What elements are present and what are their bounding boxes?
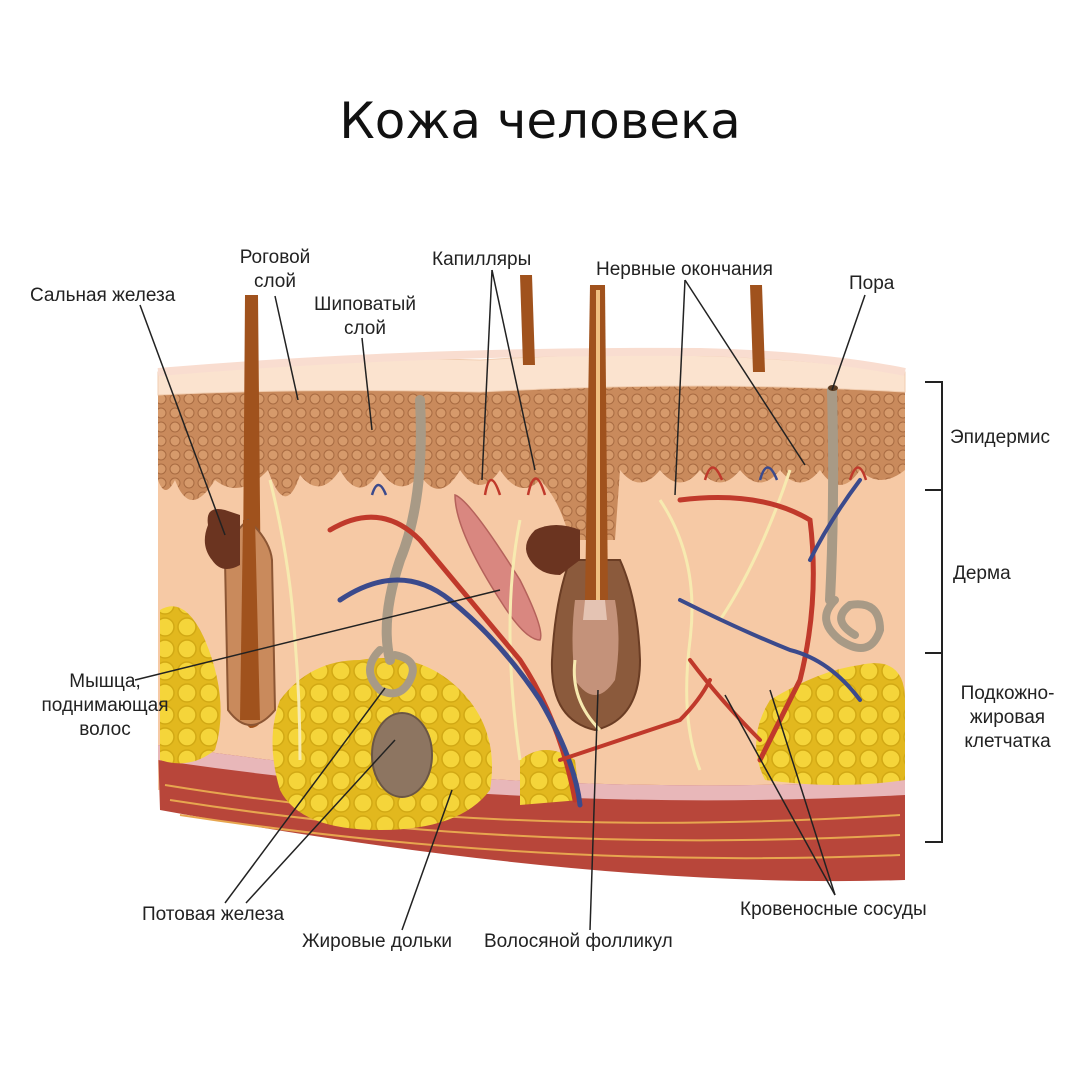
label-stratum-corneum: Роговой слой <box>225 246 325 294</box>
label-fat-lobules: Жировые дольки <box>302 931 453 952</box>
epidermis-layer <box>158 356 905 540</box>
label-arrector-muscle: Мышца, поднимающая волос <box>30 670 180 742</box>
label-sweat-gland: Потовая железа <box>142 904 285 925</box>
label-sebaceous-gland: Сальная железа <box>30 285 176 306</box>
layer-label-epidermis: Эпидермис <box>950 427 1050 448</box>
layer-label-subcutaneous-line1: Подкожно- <box>960 683 1055 704</box>
label-stratum-spinosum-line1: Шиповатый <box>314 294 416 315</box>
hair-top-2 <box>750 285 765 372</box>
label-stratum-corneum-line1: Роговой <box>239 247 311 268</box>
fat-lobules-shape <box>160 606 905 830</box>
sebaceous-gland-left <box>204 509 240 569</box>
page-title: Кожа человека <box>339 92 741 150</box>
layer-label-subcutaneous-line3: клетчатка <box>964 731 1051 752</box>
layer-brackets <box>925 381 943 843</box>
label-arrector-muscle-line3: волос <box>79 719 131 740</box>
label-arrector-muscle-line2: поднимающая <box>41 695 169 716</box>
sweat-gland-shape <box>366 385 885 698</box>
label-pore: Пора <box>849 273 895 294</box>
label-stratum-corneum-line2: слой <box>254 271 296 292</box>
label-arrector-muscle-line1: Мышца, <box>69 671 141 692</box>
label-hair-follicle: Волосяной фолликул <box>484 931 673 952</box>
label-stratum-spinosum-line2: слой <box>344 318 386 339</box>
layer-label-dermis: Дерма <box>953 563 1011 584</box>
label-nerve-endings: Нервные окончания <box>596 259 773 280</box>
label-stratum-spinosum: Шиповатый слой <box>300 293 430 341</box>
hair-follicle-shape <box>550 285 642 732</box>
label-capillaries: Капилляры <box>432 249 532 270</box>
arrector-muscle <box>454 493 542 641</box>
blood-vessels-shape <box>327 478 862 808</box>
layer-label-subcutaneous: Подкожно- жировая клетчатка <box>945 682 1070 754</box>
capillary-loops <box>370 466 868 496</box>
label-blood-vessels: Кровеносные сосуды <box>740 899 927 920</box>
layer-label-subcutaneous-line2: жировая <box>969 707 1046 728</box>
hair-top-1 <box>520 275 535 365</box>
leader-lines <box>134 269 866 931</box>
sebaceous-gland-center <box>526 525 580 575</box>
